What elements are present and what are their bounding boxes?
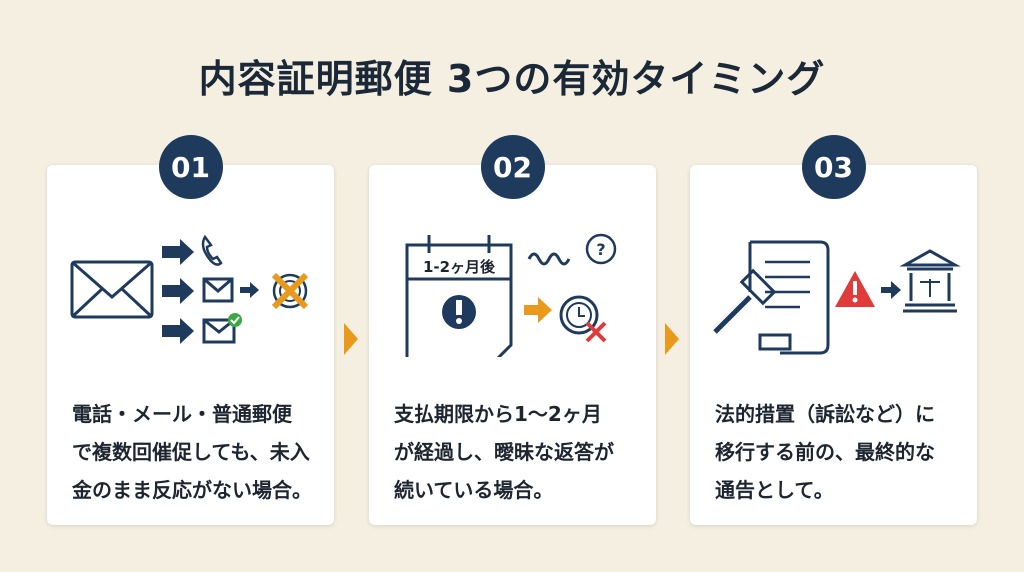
flow-arrow-icon <box>344 323 358 355</box>
timing-card-2: 02 1-2ヶ月後 ? 支払期限から1〜2ヶ月 が経過し、曖昧な返答が 続いてい… <box>369 135 656 525</box>
description-line: 移行する前の、最終的な <box>715 440 935 464</box>
flow-arrow-icon <box>665 323 679 355</box>
description-line: 支払期限から1〜2ヶ月 <box>394 402 602 426</box>
card-description: 法的措置（訴訟など）に 移行する前の、最終的な 通告として。 <box>715 395 961 509</box>
svg-text:?: ? <box>596 240 605 259</box>
card-description: 電話・メール・普通郵便 で複数回催促しても、未入 金のまま反応がない場合。 <box>72 395 318 509</box>
card-description: 支払期限から1〜2ヶ月 が経過し、曖昧な返答が 続いている場合。 <box>394 395 640 509</box>
description-line: で複数回催促しても、未入 <box>72 440 310 464</box>
description-line: 通告として。 <box>715 478 834 502</box>
timing-card-3: 03 法的措置（訴訟など）に 移行する前の、最終的な 通告として。 <box>690 135 977 525</box>
step-badge: 03 <box>801 135 866 199</box>
page-title: 内容証明郵便 3つの有効タイミング <box>198 57 826 101</box>
calendar-clock-icon: 1-2ヶ月後 ? <box>405 233 617 357</box>
calendar-label: 1-2ヶ月後 <box>423 258 496 276</box>
step-badge: 02 <box>480 135 545 199</box>
description-line: 法的措置（訴訟など）に <box>715 402 935 426</box>
description-line: が経過し、曖昧な返答が <box>394 440 614 464</box>
gavel-document-courthouse-icon <box>713 240 961 355</box>
description-line: 続いている場合。 <box>394 478 554 502</box>
step-badge: 01 <box>158 135 223 199</box>
envelope-phone-mail-no-response-icon <box>70 234 309 344</box>
description-line: 金のまま反応がない場合。 <box>72 478 312 502</box>
description-line: 電話・メール・普通郵便 <box>72 402 292 426</box>
timing-card-1: 01 電話・メール・普通郵便 で複数回催促しても、未入 金のまま反応がない場合。 <box>47 135 334 525</box>
